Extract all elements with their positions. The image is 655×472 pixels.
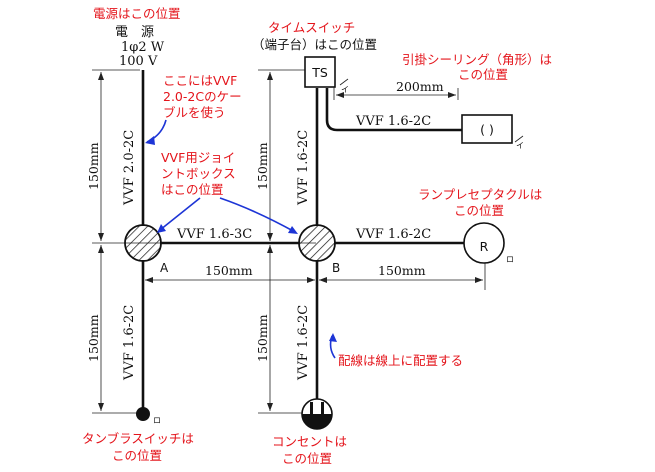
tumbler-switch bbox=[136, 407, 150, 421]
junction-box-a bbox=[124, 224, 162, 262]
note-timer-switch-1: タイムスイッチ bbox=[268, 20, 355, 35]
note-outlet-2: この位置 bbox=[282, 451, 332, 466]
dim-b-to-r: 150mm bbox=[378, 263, 426, 278]
note-outlet-1: コンセントは bbox=[272, 434, 347, 449]
blue-arrowheads bbox=[145, 136, 337, 342]
power-source-title: 電 源 bbox=[115, 25, 154, 40]
cable-a-to-b: VVF 1.6-3C bbox=[176, 227, 252, 242]
ceiling-i-mark: イ bbox=[516, 141, 524, 150]
power-source-voltage: 100 V bbox=[119, 54, 158, 69]
note-receptacle-1: ランプレセプタクルは bbox=[418, 187, 542, 202]
dim-bottom-left: 150mm bbox=[86, 314, 101, 362]
dim-top-left: 150mm bbox=[86, 142, 101, 190]
ceiling-rosette-symbol: ( ) bbox=[480, 122, 494, 137]
cable-timer-to-ceiling: VVF 1.6-2C bbox=[355, 114, 431, 129]
dim-bottom-mid: 150mm bbox=[255, 314, 270, 362]
cable-b-to-r: VVF 1.6-2C bbox=[355, 227, 431, 242]
lamp-receptacle bbox=[463, 222, 505, 264]
tumbler-ro-mark: ロ bbox=[153, 416, 161, 425]
junction-box-b bbox=[298, 224, 336, 262]
note-ceiling-2: この位置 bbox=[458, 67, 508, 82]
note-tumbler-1: タンブラスイッチは bbox=[82, 431, 194, 446]
note-cable-3: ブルを使う bbox=[163, 105, 226, 120]
cable-top-mid: VVF 1.6-2C bbox=[296, 130, 311, 206]
note-tumbler-2: この位置 bbox=[112, 448, 162, 463]
cable-top-left: VVF 2.0-2C bbox=[122, 130, 137, 206]
ceiling-i-tick bbox=[514, 135, 524, 143]
junction-box-a-label: A bbox=[160, 261, 169, 275]
note-wiring-rule: 配線は線上に配置する bbox=[338, 353, 463, 368]
timer-i-tick bbox=[339, 78, 349, 86]
junction-box-b-label: B bbox=[332, 261, 340, 275]
timer-switch-symbol: TS bbox=[311, 65, 328, 80]
note-ceiling-1: 引掛シーリング（角形）は bbox=[402, 52, 552, 67]
note-receptacle-2: この位置 bbox=[454, 203, 504, 218]
power-source-phase: 1φ2 W bbox=[121, 40, 165, 55]
dim-top-mid: 150mm bbox=[255, 142, 270, 190]
ceiling-rosette-box bbox=[461, 114, 513, 144]
note-cable-1: ここにはVVF bbox=[163, 73, 237, 88]
outlet-slot-right bbox=[321, 402, 324, 414]
receptacle-ro-mark: ロ bbox=[506, 255, 514, 264]
lamp-receptacle-symbol: R bbox=[480, 239, 489, 254]
wiring bbox=[141, 70, 464, 408]
note-jbox-1: VVF用ジョイ bbox=[161, 150, 235, 165]
timer-switch-box bbox=[304, 56, 336, 88]
cable-bottom-mid: VVF 1.6-2C bbox=[296, 305, 311, 381]
dim-timer-offset: 200mm bbox=[396, 79, 444, 94]
timer-i-mark: イ bbox=[341, 85, 349, 94]
outlet-lower-half bbox=[302, 414, 332, 429]
note-timer-switch-2: （端子台）はこの位置 bbox=[252, 37, 377, 52]
note-power-position: 電源はこの位置 bbox=[93, 6, 181, 21]
outlet-slot-left bbox=[310, 402, 313, 414]
note-cable-2: 2.0-2Cのケー bbox=[163, 89, 242, 104]
dim-a-to-b: 150mm bbox=[205, 263, 253, 278]
note-jbox-2: ントボックス bbox=[161, 166, 236, 181]
cable-bottom-left: VVF 1.6-2C bbox=[122, 305, 137, 381]
note-jbox-3: はこの位置 bbox=[161, 182, 224, 197]
